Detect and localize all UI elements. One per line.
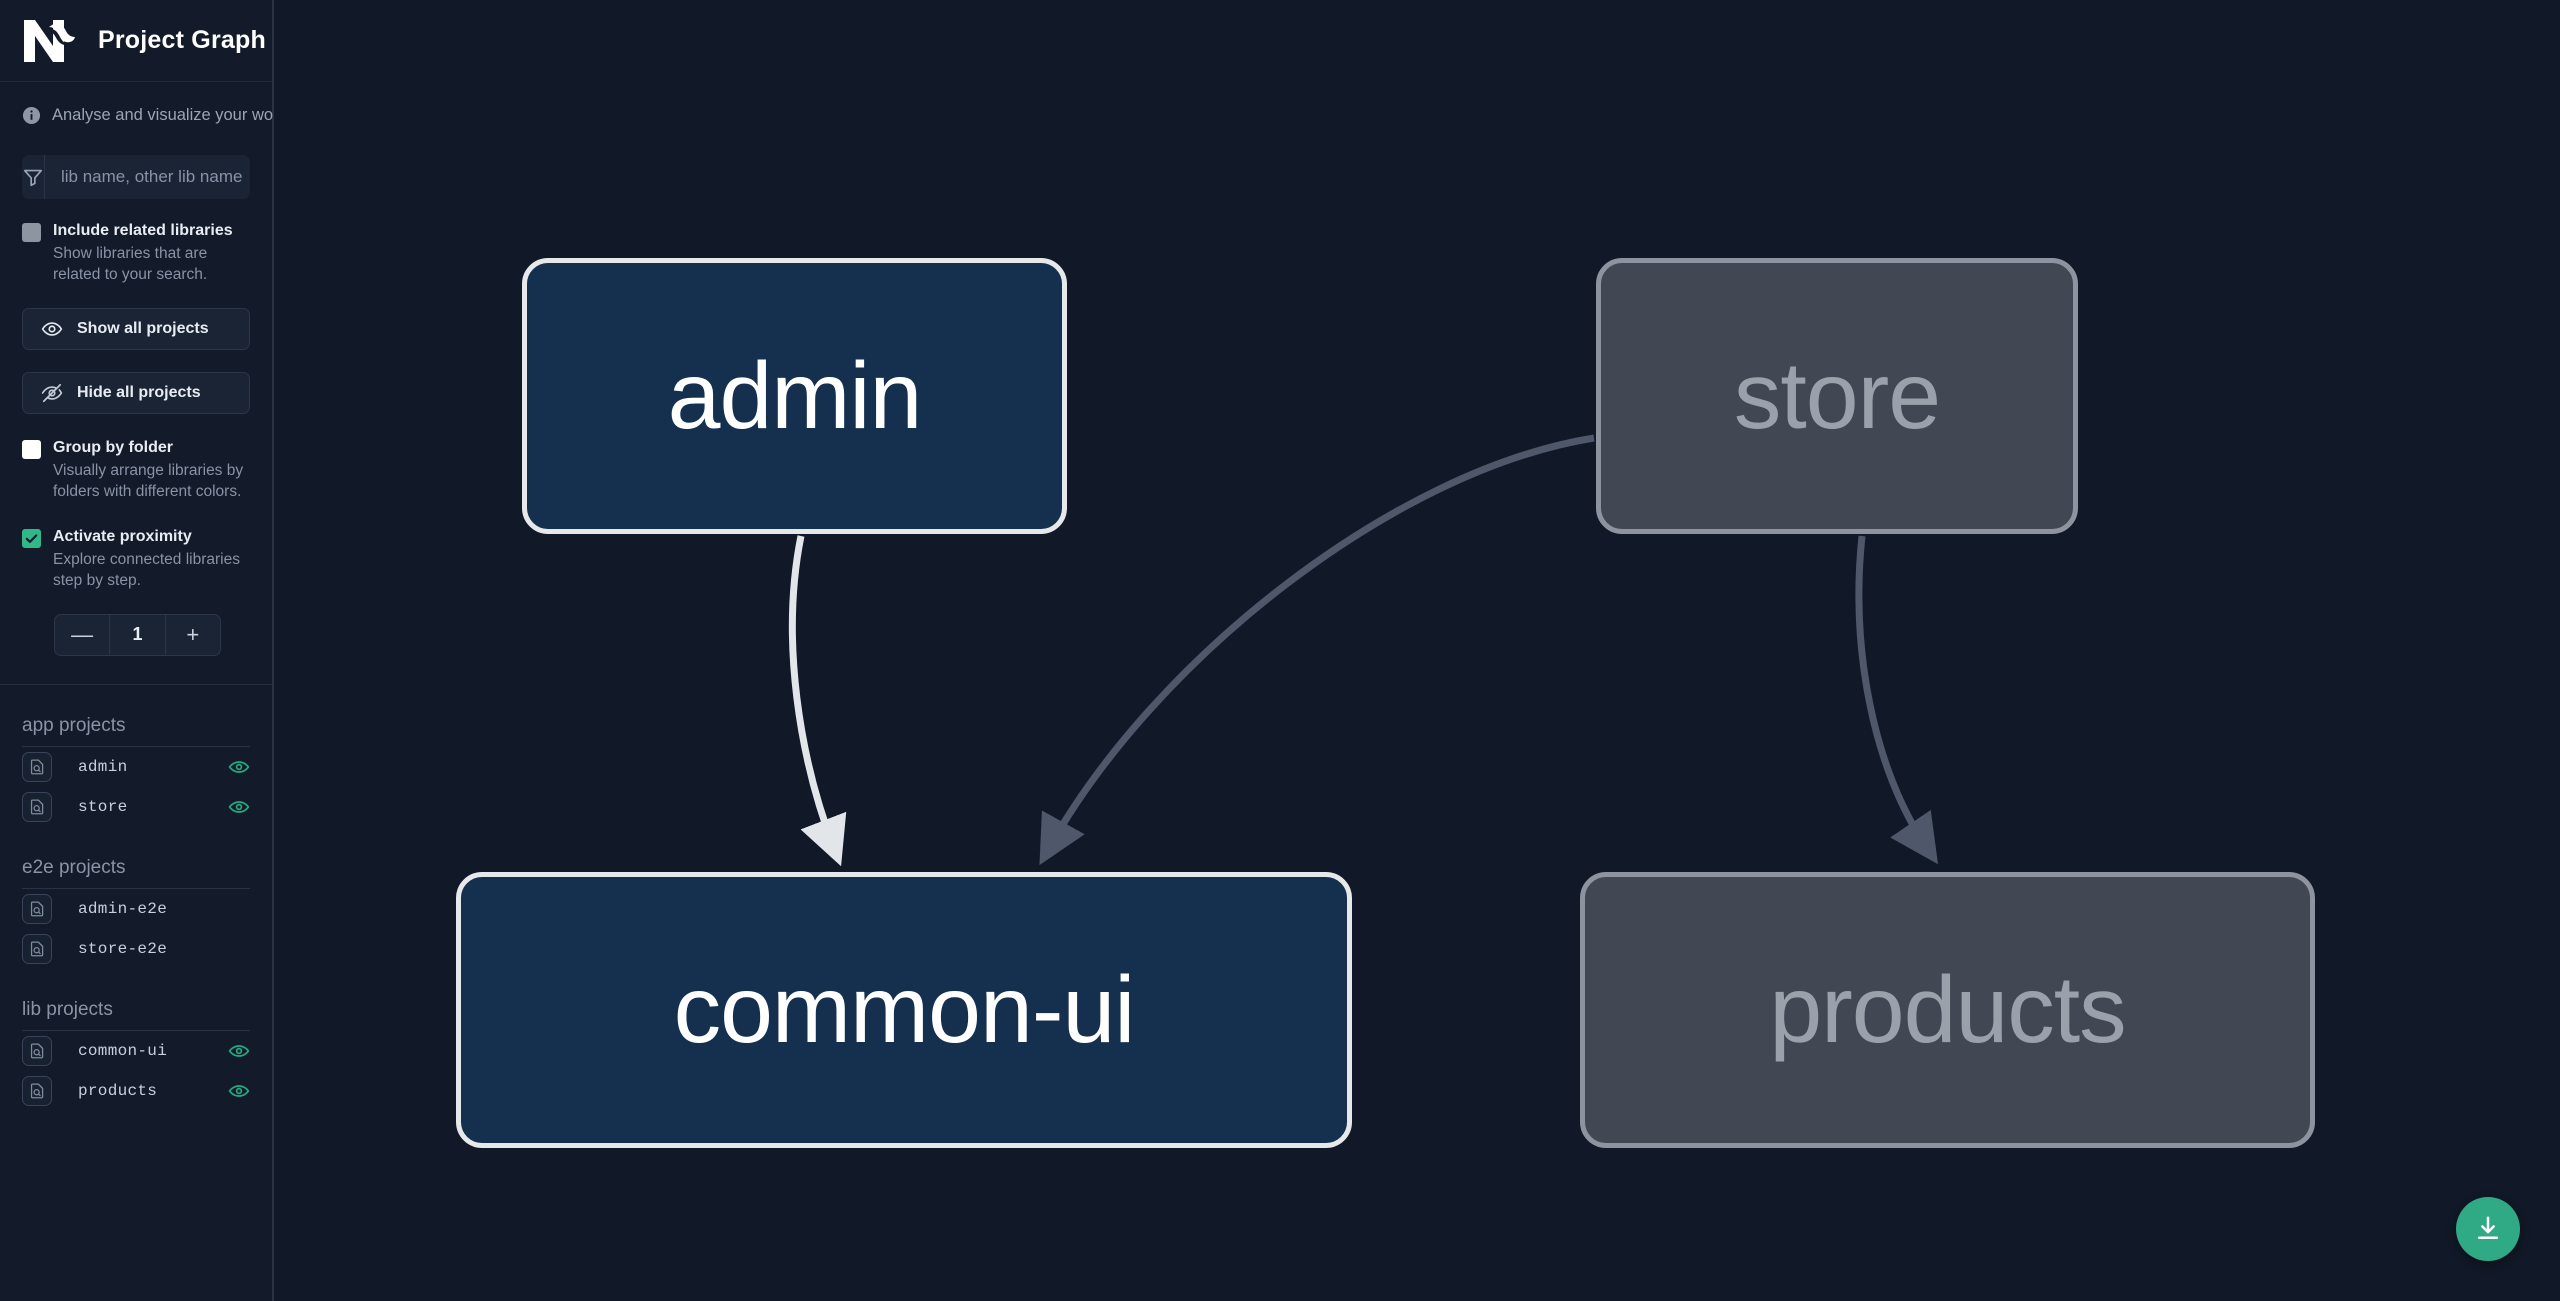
project-name: store-e2e xyxy=(78,939,168,958)
project-name: products xyxy=(78,1081,158,1100)
search-field-wrapper[interactable] xyxy=(22,155,250,199)
edge-admin-to-common-ui xyxy=(788,535,847,867)
eye-off-icon xyxy=(41,383,63,402)
include-related-libraries-description: Show libraries that are related to your … xyxy=(53,245,208,283)
project-file-icon xyxy=(22,933,52,964)
project-row-store-e2e[interactable]: store-e2e xyxy=(0,929,272,969)
project-row-products[interactable]: products xyxy=(0,1071,272,1111)
project-visibility-eye-icon[interactable] xyxy=(228,756,250,778)
check-icon xyxy=(25,534,38,543)
include-related-libraries-label: Include related libraries xyxy=(53,222,233,239)
project-visibility-eye-icon[interactable] xyxy=(228,1040,250,1062)
sidebar-header: Project Graph xyxy=(0,0,311,82)
group-rule xyxy=(22,887,250,889)
project-file-icon xyxy=(22,1075,52,1106)
activate-proximity-checkbox[interactable] xyxy=(22,528,41,548)
group-heading-lib-projects: lib projects xyxy=(22,998,113,1020)
sidebar-subtitle-row: Analyse and visualize your workspace. xyxy=(0,82,335,125)
proximity-increment-button[interactable]: + xyxy=(186,621,200,647)
show-all-projects-label: Show all projects xyxy=(77,319,209,337)
sidebar: Project Graph Analyse and visualize your… xyxy=(0,0,335,1301)
project-name: common-ui xyxy=(78,1041,168,1060)
option-group-by-folder[interactable]: Group by folder Visually arrange librari… xyxy=(0,414,272,503)
project-file-icon xyxy=(22,1035,52,1066)
sidebar-subtitle: Analyse and visualize your workspace. xyxy=(52,106,336,124)
activate-proximity-description: Explore connected libraries step by step… xyxy=(53,550,240,589)
eye-icon xyxy=(41,322,63,336)
graph-node-products[interactable]: products xyxy=(1580,872,2315,1148)
funnel-icon xyxy=(22,155,45,199)
proximity-decrement-button[interactable]: — xyxy=(71,621,94,647)
graph-node-label: products xyxy=(1769,956,2126,1063)
edge-store-to-common-ui xyxy=(1039,434,1595,866)
project-row-store[interactable]: store xyxy=(0,787,272,827)
proximity-stepper: — 1 + xyxy=(54,613,221,656)
project-file-icon xyxy=(22,791,52,822)
group-by-folder-label: Group by folder xyxy=(53,438,173,456)
graph-node-label: common-ui xyxy=(673,956,1136,1063)
graph-edges xyxy=(788,434,1939,867)
show-all-projects-button[interactable]: Show all projects xyxy=(22,307,250,350)
group-heading-app-projects: app projects xyxy=(22,714,126,736)
group-heading-e2e-projects: e2e projects xyxy=(22,856,126,878)
hide-all-projects-button[interactable]: Hide all projects xyxy=(22,371,250,414)
graph-node-admin[interactable]: admin xyxy=(522,258,1067,534)
graph-node-common-ui[interactable]: common-ui xyxy=(456,872,1352,1148)
option-activate-proximity[interactable]: Activate proximity Explore connected lib… xyxy=(0,503,272,592)
project-file-icon xyxy=(22,751,52,782)
include-related-libraries-checkbox[interactable] xyxy=(22,223,41,242)
download-graph-button[interactable] xyxy=(2456,1197,2520,1261)
graph-node-store[interactable]: store xyxy=(1596,258,2078,534)
graph-node-label: store xyxy=(1733,342,1941,449)
edge-store-to-products xyxy=(1855,535,1939,865)
hide-all-projects-label: Hide all projects xyxy=(77,383,201,401)
project-row-admin-e2e[interactable]: admin-e2e xyxy=(0,889,272,929)
proximity-value: 1 xyxy=(109,614,166,655)
sidebar-divider xyxy=(0,683,272,685)
project-file-icon xyxy=(22,893,52,924)
option-include-related-libraries[interactable]: Include related libraries Show libraries… xyxy=(0,199,272,286)
project-visibility-eye-icon[interactable] xyxy=(228,796,250,818)
project-row-admin[interactable]: admin xyxy=(0,747,272,787)
group-by-folder-checkbox[interactable] xyxy=(22,439,41,459)
page-title: Project Graph xyxy=(98,26,266,54)
project-name: store xyxy=(78,797,128,816)
graph-canvas[interactable]: admin store common-ui products xyxy=(274,0,2560,1301)
project-row-common-ui[interactable]: common-ui xyxy=(0,1031,272,1071)
info-icon xyxy=(22,106,41,125)
group-rule xyxy=(22,1029,250,1031)
activate-proximity-label: Activate proximity xyxy=(53,527,192,545)
group-rule xyxy=(22,745,250,747)
graph-node-label: admin xyxy=(667,342,923,449)
search-input[interactable] xyxy=(45,155,250,199)
project-name: admin xyxy=(78,757,128,776)
project-name: admin-e2e xyxy=(78,899,168,918)
project-visibility-eye-icon[interactable] xyxy=(228,1080,250,1102)
group-by-folder-description: Visually arrange libraries by folders wi… xyxy=(53,461,244,500)
download-icon xyxy=(2478,1216,2498,1239)
nx-logo xyxy=(22,16,78,66)
